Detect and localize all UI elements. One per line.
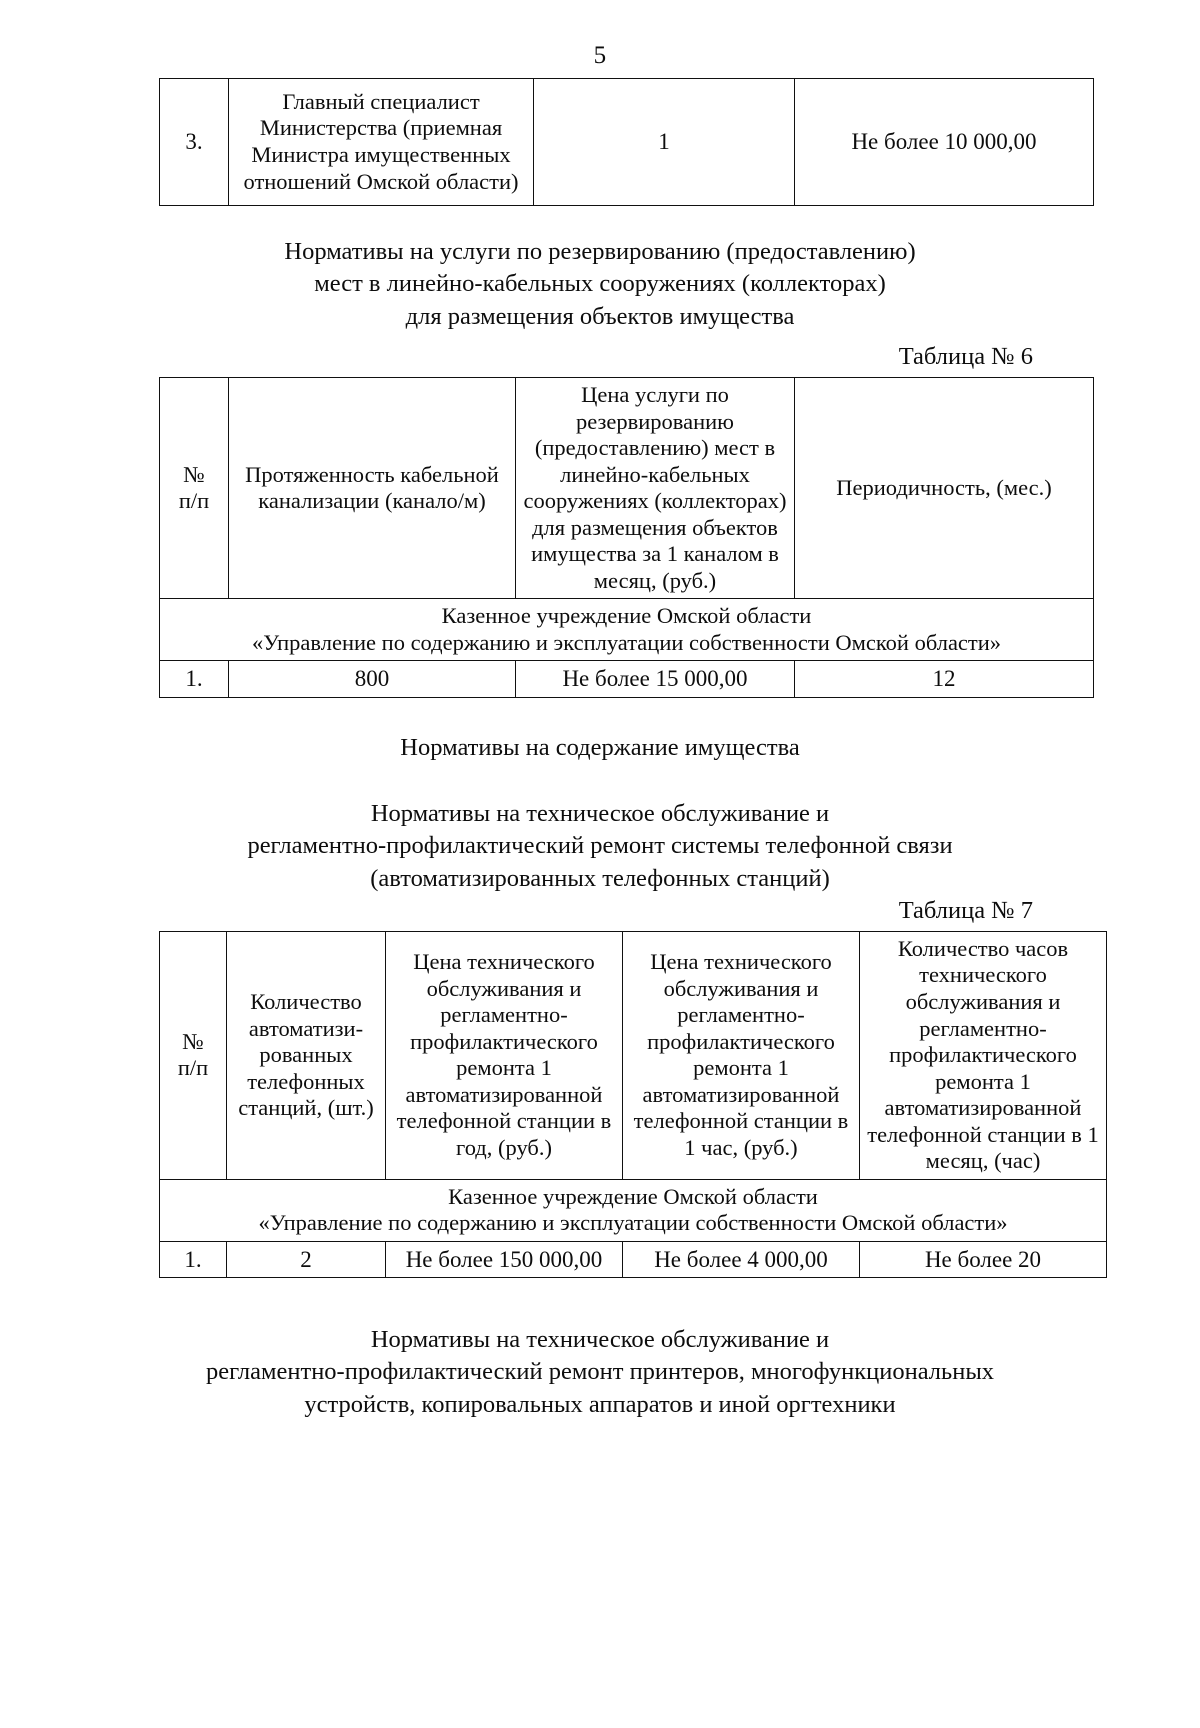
institution-line-1: Казенное учреждение Омской области [448,1183,818,1209]
table-institution-row: Казенное учреждение Омской области «Упра… [159,598,1094,662]
header-pbx-count: Количество автоматизи-рованных телефонны… [226,930,386,1180]
cell-row-number: 1. [159,660,229,698]
header-price-per-hour: Цена технического обслуживания и регламе… [622,930,860,1180]
cell-cable-length: 800 [228,660,516,698]
section-pbx-heading: Нормативы на техническое обслуживание и … [159,798,1041,895]
table-row: 3. Главный специалист Министерства (прие… [159,78,1094,206]
table-continued: 3. Главный специалист Министерства (прие… [159,78,1094,206]
section-maintenance-heading: Нормативы на содержание имущества [400,733,800,761]
heading-line-2: регламентно-профилактический ремонт сист… [247,832,953,860]
header-no-line-2: п/п [177,1055,209,1081]
heading-line-3: для размещения объектов имущества [405,302,795,330]
cell-price: Не более 10 000,00 [794,78,1094,206]
cell-pbx-count: 2 [226,1240,386,1279]
table-7-label: Таблица № 7 [898,896,1033,924]
document-page: 5 3. Главный специалист Министерства (пр… [0,42,1200,1728]
heading-line-3: устройств, копировальных аппаратов и ино… [304,1390,896,1418]
header-row-number: № п/п [159,930,227,1180]
table-row: 1. 2 Не более 150 000,00 Не более 4 000,… [159,1240,1107,1279]
table-header-row: № п/п Количество автоматизи-рованных тел… [159,930,1107,1180]
cell-institution: Казенное учреждение Омской области «Упра… [159,598,1094,662]
header-no-line-2: п/п [178,488,210,514]
heading-line-1: Нормативы на техническое обслуживание и [370,1326,830,1354]
header-no-line-1: № [183,461,205,487]
table-7: № п/п Количество автоматизи-рованных тел… [159,930,1107,1279]
cell-price-per-hour: Не более 4 000,00 [622,1240,860,1279]
header-no-line-1: № [182,1028,204,1054]
table-row: 1. 800 Не более 15 000,00 12 [159,660,1094,698]
section-reservation-heading: Нормативы на услуги по резервированию (п… [159,236,1041,333]
cell-row-number: 3. [159,78,229,206]
heading-line-1: Нормативы на техническое обслуживание и [370,799,830,827]
table-6: № п/п Протяженность кабельной канализаци… [159,376,1094,698]
cell-service-price: Не более 15 000,00 [515,660,795,698]
cell-periodicity: 12 [794,660,1094,698]
spacer [159,1278,1041,1324]
cell-count: 1 [533,78,795,206]
cell-institution: Казенное учреждение Омской области «Упра… [159,1178,1107,1242]
institution-line-2: «Управление по содержанию и эксплуатации… [251,629,1002,655]
heading-line-1: Нормативы на услуги по резервированию (п… [284,238,916,265]
header-hours-per-month: Количество часов технического обслуживан… [859,930,1107,1180]
cell-hours-per-month: Не более 20 [859,1240,1107,1279]
header-cable-length: Протяженность кабельной канализации (кан… [228,376,516,600]
heading-line-2: регламентно-профилактический ремонт прин… [205,1358,995,1386]
page-number: 5 [593,42,607,69]
cell-row-number: 1. [159,1240,227,1279]
spacer [159,698,1041,732]
header-periodicity: Периодичность, (мес.) [794,376,1094,600]
header-row-number: № п/п [159,376,229,600]
table-institution-row: Казенное учреждение Омской области «Упра… [159,1178,1107,1242]
cell-price-per-year: Не более 150 000,00 [385,1240,623,1279]
cell-position-name: Главный специалист Министерства (приемна… [228,78,534,206]
page-content: 3. Главный специалист Министерства (прие… [159,78,1107,1421]
table-header-row: № п/п Протяженность кабельной канализаци… [159,376,1094,600]
heading-line-2: мест в линейно-кабельных сооружениях (ко… [314,270,886,298]
heading-line-3: (автоматизированных телефонных станций) [370,864,830,892]
header-service-price: Цена услуги по резервированию (предостав… [515,376,795,600]
table-6-label: Таблица № 6 [898,342,1033,370]
header-price-per-year: Цена технического обслуживания и регламе… [385,930,623,1180]
spacer [159,764,1041,798]
institution-line-1: Казенное учреждение Омской области [441,603,812,629]
section-printers-heading: Нормативы на техническое обслуживание и … [159,1324,1041,1421]
institution-line-2: «Управление по содержанию и эксплуатации… [258,1210,1008,1236]
